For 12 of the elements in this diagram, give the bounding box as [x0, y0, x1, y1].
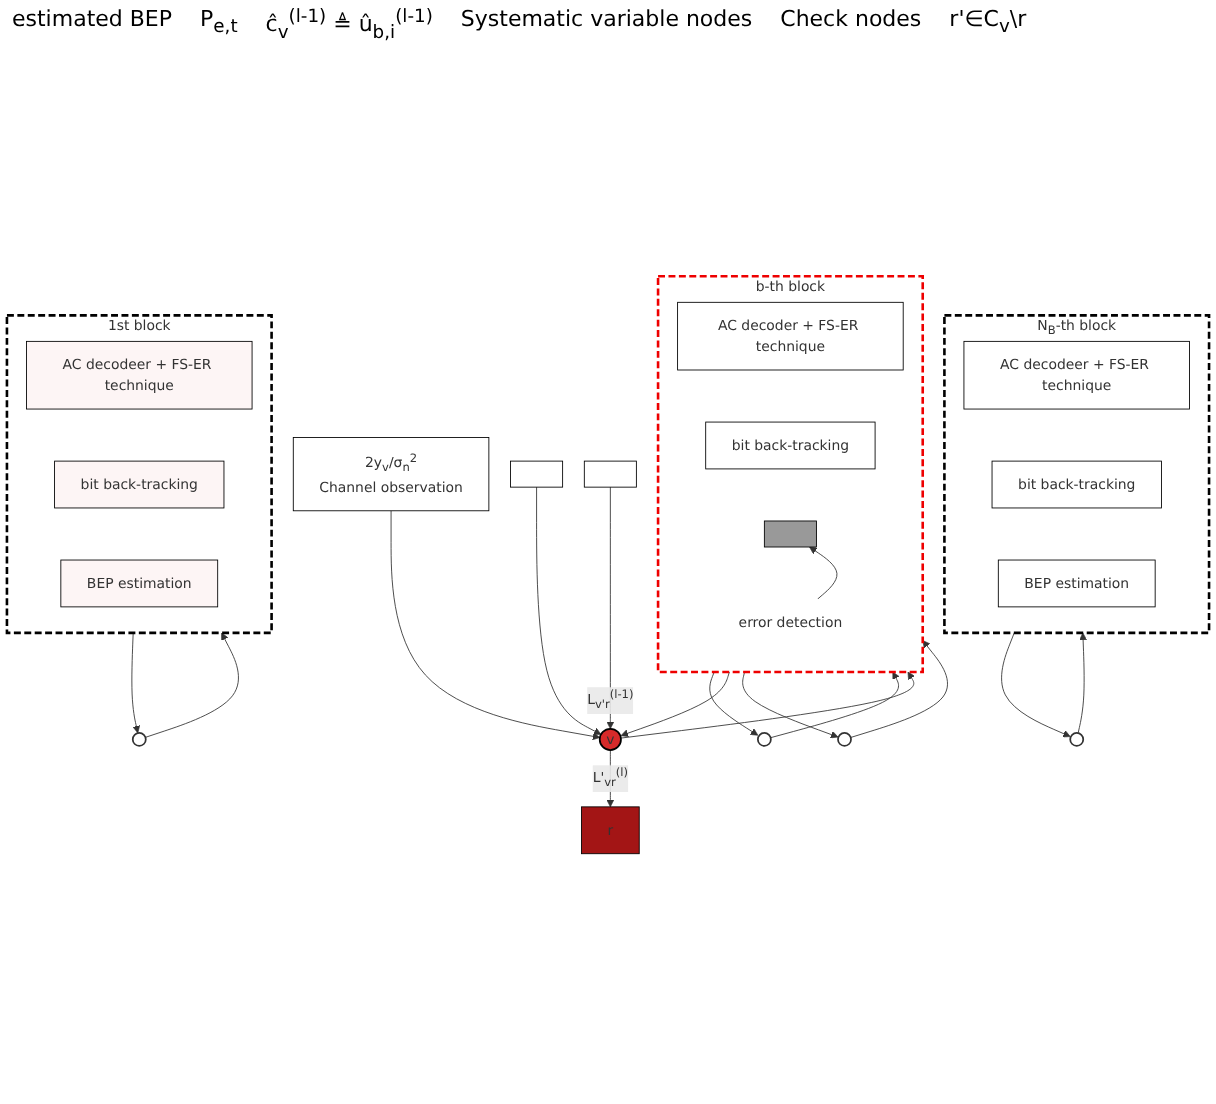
text-label: P$_{e,t}$ — [200, 6, 238, 43]
node-box — [583, 460, 637, 488]
node-circle — [757, 731, 772, 747]
node-bar — [763, 520, 817, 548]
text-label: r'∈C$_{v}$\r — [949, 6, 1027, 43]
node-box — [510, 460, 564, 488]
text-label: Systematic variable nodes — [460, 6, 753, 36]
text-label: estimated BEP — [12, 6, 173, 36]
node-circle — [1069, 731, 1085, 747]
node-circle — [837, 731, 852, 747]
node-circle — [131, 731, 147, 747]
text-label: Check nodes — [780, 6, 922, 36]
